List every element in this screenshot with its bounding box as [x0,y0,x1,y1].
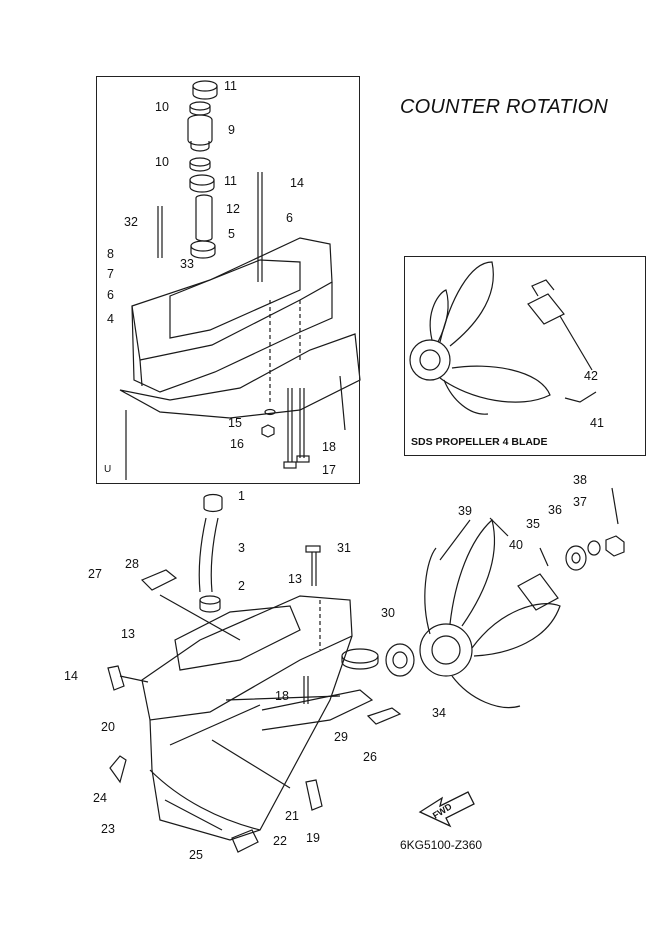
callout: 12 [226,202,240,216]
callout: 42 [584,369,598,383]
callout: 37 [573,495,587,509]
callout: 2 [238,579,245,593]
callout: 6 [286,211,293,225]
callout: 13 [121,627,135,641]
callout: 19 [306,831,320,845]
callout: 24 [93,791,107,805]
callout: 14 [290,176,304,190]
inset-caption: SDS PROPELLER 4 BLADE [411,436,548,448]
callout: 7 [107,267,114,281]
upper-casing-group [119,80,361,480]
callout: 39 [458,504,472,518]
callout: 30 [381,606,395,620]
callout: 4 [107,312,114,326]
callout: 32 [124,215,138,229]
callout: 38 [573,473,587,487]
callout: 36 [548,503,562,517]
propeller-inset [404,256,646,456]
u-mark: U [104,464,112,475]
upper-casing-inset [96,76,360,484]
callout: 11 [224,174,237,188]
callout: 23 [101,822,115,836]
callout: 13 [288,572,302,586]
lower-unit-group [107,487,625,853]
callout: 26 [363,750,377,764]
callout: 10 [155,155,169,169]
diagram-title: COUNTER ROTATION [400,96,609,118]
callout: 29 [334,730,348,744]
callout: 35 [526,517,540,531]
callout: 28 [125,557,139,571]
callout: 1 [238,489,245,503]
callout: 34 [432,706,446,720]
callout: 22 [273,834,287,848]
callout: 21 [285,809,299,823]
callout: 18 [275,689,289,703]
callout: 16 [230,437,244,451]
callout: 17 [322,463,336,477]
callout: 31 [337,541,351,555]
callout: 27 [88,567,102,581]
drawing-code: 6KG5100-Z360 [400,838,483,852]
callout: 14 [64,669,78,683]
callout: 41 [590,416,604,430]
callout: 10 [155,100,169,114]
callout: 33 [180,257,194,271]
callout: 9 [228,123,235,137]
callout: 5 [228,227,235,241]
callout: 15 [228,416,242,430]
callout: 25 [189,848,203,862]
callout: 11 [224,79,237,93]
fwd-arrow-shape [418,791,475,828]
callout: 20 [101,720,115,734]
callout: 40 [509,538,523,552]
propeller-inset-drawing [409,261,597,415]
callout: 3 [238,541,245,555]
callout: 18 [322,440,336,454]
callout: 8 [107,247,114,261]
callout: 6 [107,288,114,302]
